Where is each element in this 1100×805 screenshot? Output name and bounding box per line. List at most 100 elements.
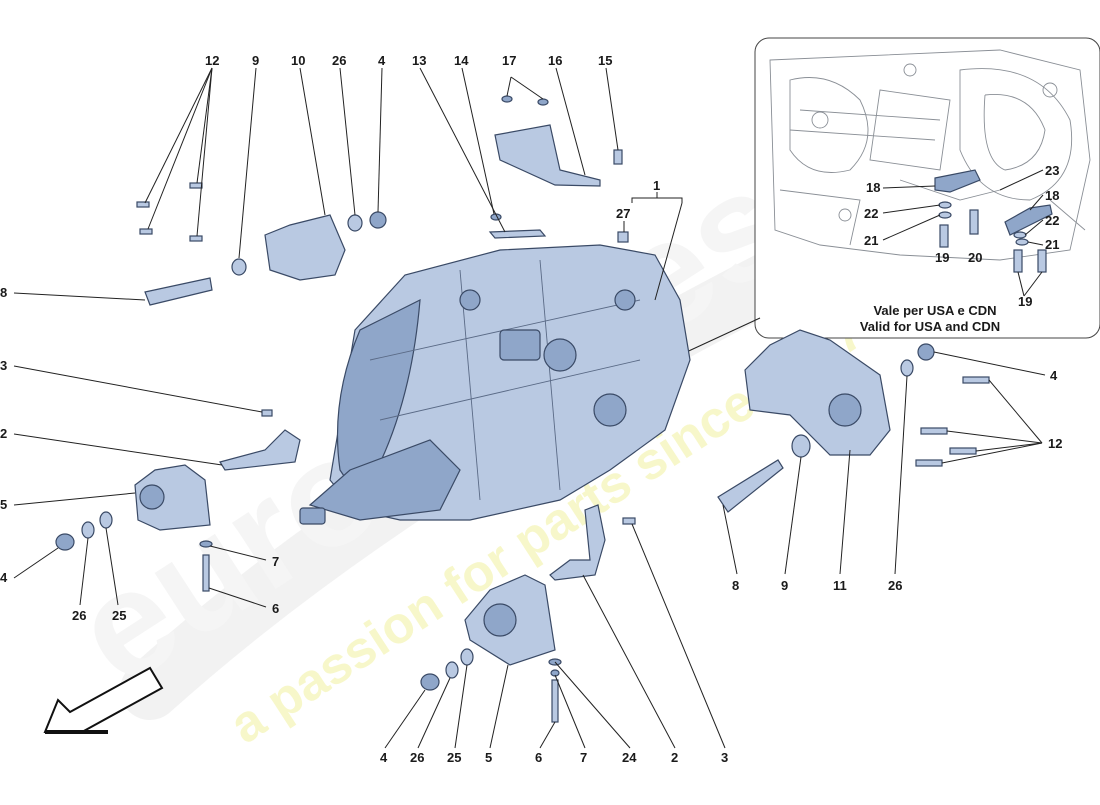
callout-26-left: 26 [72, 608, 86, 623]
washer-26-left [81, 521, 95, 539]
callout-6-bottom: 6 [535, 750, 542, 765]
bolt-6-bottom [551, 679, 559, 723]
bolt-3-bottom [622, 517, 636, 525]
callout-15: 15 [598, 53, 612, 68]
callout-17: 17 [502, 53, 516, 68]
mount-5-left [134, 464, 211, 531]
inset-callout-21-left: 21 [864, 233, 878, 248]
inset-callout-19-right: 19 [1018, 294, 1032, 309]
inset-callout-22-right: 22 [1045, 213, 1059, 228]
bottom-parts [420, 504, 636, 723]
callout-7-left: 7 [272, 554, 279, 569]
bolt-20 [969, 209, 979, 235]
washer-21-left [938, 211, 952, 219]
washer-9-right [791, 434, 811, 458]
callout-16: 16 [548, 53, 562, 68]
inset-callout-18-left: 18 [866, 180, 880, 195]
washer-9-top [231, 258, 247, 276]
callout-4-bottom: 4 [380, 750, 388, 765]
bolt-12-3 [189, 182, 203, 189]
inset-callout-19-left: 19 [935, 250, 949, 265]
nut-4-bottom [420, 673, 440, 691]
callout-9-top: 9 [252, 53, 259, 68]
callout-13: 13 [412, 53, 426, 68]
callout-26-right: 26 [888, 578, 902, 593]
callout-26-top: 26 [332, 53, 346, 68]
nut-17-a [501, 95, 513, 103]
washer-26-bottom [445, 661, 459, 679]
nut-4-left [55, 533, 75, 551]
nut-4-top [369, 211, 387, 229]
inset-callout-23: 23 [1045, 163, 1059, 178]
bolt-19-right-b [1037, 249, 1047, 273]
callout-25-bottom: 25 [447, 750, 461, 765]
shaft-8-left [144, 277, 213, 306]
callout-5-bottom: 5 [485, 750, 492, 765]
callout-5-left: 5 [0, 497, 7, 512]
arm-2-bottom [549, 504, 606, 581]
bolt-15 [613, 149, 623, 165]
callout-12-top: 12 [205, 53, 219, 68]
callout-12-right: 12 [1048, 436, 1062, 451]
bolt-12-1 [136, 201, 150, 208]
right-parts [717, 329, 990, 513]
callout-4-top: 4 [378, 53, 386, 68]
output-shaft [299, 507, 326, 525]
lever-13 [488, 229, 547, 239]
bolt-12-r1 [962, 376, 990, 384]
bolt-19-left [939, 224, 949, 248]
bracket-16 [494, 124, 601, 187]
callout-8-left: 8 [0, 285, 7, 300]
callout-4-right: 4 [1050, 368, 1058, 383]
inset-callout-22-left: 22 [864, 206, 878, 221]
callout-3-bottom: 3 [721, 750, 728, 765]
callout-10: 10 [291, 53, 305, 68]
callout-27: 27 [616, 206, 630, 221]
nut-4-right [917, 343, 935, 361]
inset-note-line1: Vale per USA e CDN [873, 303, 996, 318]
left-parts [55, 277, 301, 592]
callout-2-left: 2 [0, 426, 7, 441]
bracket-18-left [934, 169, 981, 193]
arm-2-left [219, 429, 301, 471]
callout-9-right: 9 [781, 578, 788, 593]
bolt-19-right-a [1013, 249, 1023, 273]
callout-1: 1 [653, 178, 660, 193]
callout-26-bottom: 26 [410, 750, 424, 765]
callout-7-bottom: 7 [580, 750, 587, 765]
callout-4-left: 4 [0, 570, 8, 585]
washer-7-left [199, 540, 213, 548]
top-parts [136, 95, 629, 281]
bolt-3-left [261, 409, 273, 417]
inset-link-line [679, 317, 761, 356]
bracket-18-right [1004, 204, 1053, 236]
inset-callout-20: 20 [968, 250, 982, 265]
gearbox-housing [299, 244, 691, 525]
washer-22-right [1013, 231, 1027, 239]
nut-17-b [537, 98, 549, 106]
filler-cap [459, 289, 481, 311]
callout-2-bottom: 2 [671, 750, 678, 765]
callout-24: 24 [622, 750, 637, 765]
leader-lines [13, 67, 1046, 749]
callouts: 12 9 10 26 4 13 14 17 16 15 1 27 8 3 2 5… [0, 53, 1062, 765]
bolt-27 [617, 231, 629, 243]
inset-detail: 23 18 18 22 22 21 21 19 20 19 Vale per U… [754, 37, 1100, 339]
washer-25-bottom [460, 648, 474, 666]
washer-22-left [938, 201, 952, 209]
washer-26-top [347, 214, 363, 232]
inset-callout-18-right: 18 [1045, 188, 1059, 203]
bolt-12-r4 [915, 459, 943, 467]
washer-21-right [1015, 238, 1029, 246]
bolt-12-r3 [949, 447, 977, 455]
callout-25-left: 25 [112, 608, 126, 623]
callout-11: 11 [833, 578, 847, 593]
washer-25-left [99, 511, 113, 529]
inset-callout-21-right: 21 [1045, 237, 1059, 252]
shaft-8-right [717, 459, 784, 513]
bolt-6-left [202, 554, 210, 592]
callout-8-right: 8 [732, 578, 739, 593]
callout-14: 14 [454, 53, 469, 68]
